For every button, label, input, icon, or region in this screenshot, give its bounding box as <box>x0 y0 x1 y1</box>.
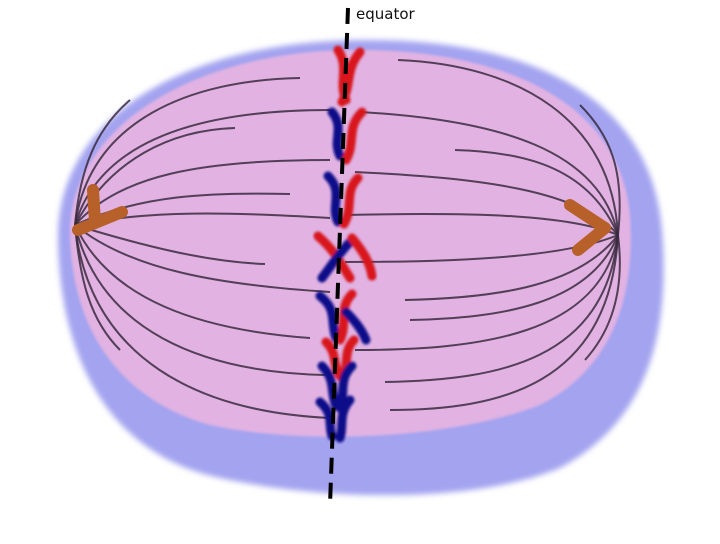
spindle-fiber <box>389 234 619 411</box>
chromosome-icon <box>323 171 363 229</box>
spindle-fiber <box>409 234 619 321</box>
equator-line <box>328 7 350 506</box>
spindle-fiber <box>74 77 301 226</box>
chromosome-icon <box>313 231 377 283</box>
spindle-fiber <box>397 59 619 236</box>
spindle-fiber <box>74 224 121 351</box>
spindle-fibers <box>74 59 621 419</box>
spindle-fiber <box>579 104 621 236</box>
spindle-fiber <box>359 111 619 236</box>
spindle-fiber <box>354 234 619 351</box>
spindle-fiber <box>74 224 326 376</box>
equator-label: equator <box>356 5 415 23</box>
spindle-fiber <box>74 224 266 265</box>
spindle-fiber <box>74 224 311 339</box>
spindle-fiber <box>454 149 619 236</box>
centriole-icon <box>564 199 611 256</box>
chromosome-icon <box>317 361 357 413</box>
spindle-fiber <box>344 234 619 263</box>
spindle-fiber <box>584 234 621 361</box>
spindle-fiber <box>74 99 131 226</box>
centriole-icon <box>72 184 128 236</box>
spindle-fiber <box>404 234 619 301</box>
chromosomes <box>313 45 377 443</box>
spindle-fiber <box>384 234 619 383</box>
spindle-fiber <box>74 224 331 293</box>
chromosome-icon <box>327 107 367 165</box>
spindle-fiber <box>74 224 331 419</box>
